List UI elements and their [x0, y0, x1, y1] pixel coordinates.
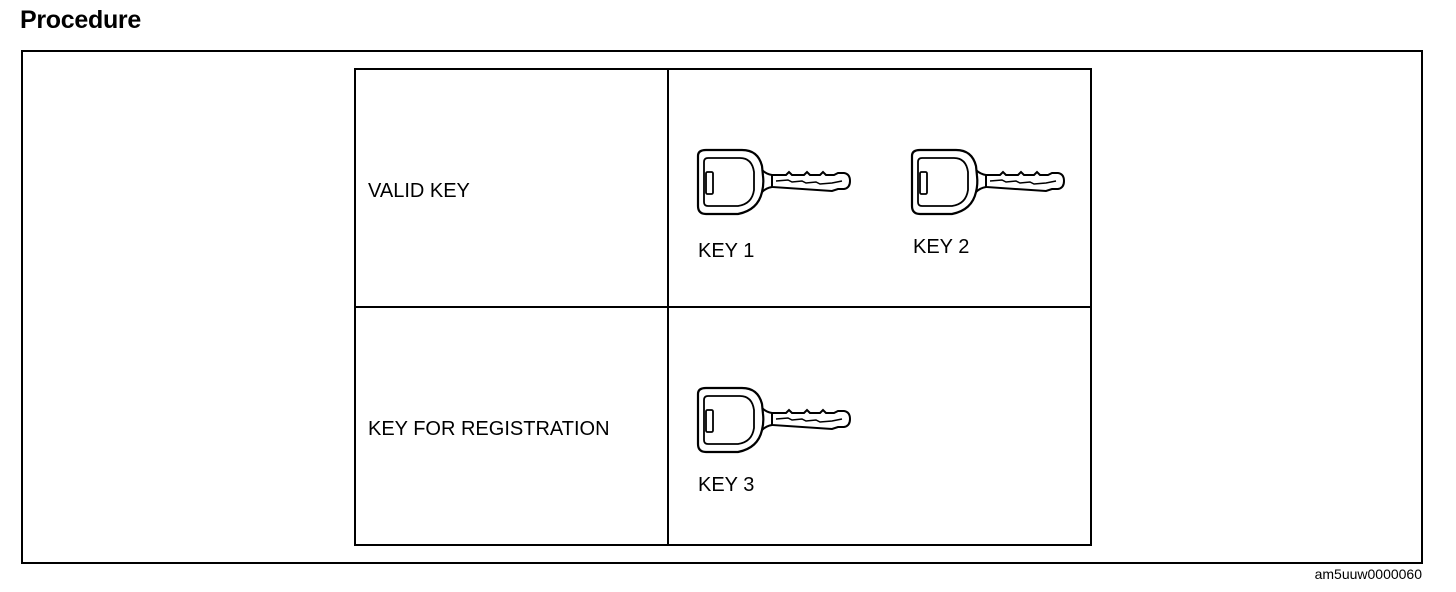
key-2-label: KEY 2	[913, 236, 970, 258]
key-table: VALID KEY KEY FOR REGISTRATION KEY 1 KEY…	[354, 68, 1092, 546]
page-heading: Procedure	[20, 6, 141, 34]
key-icon	[692, 148, 854, 218]
key-3-label: KEY 3	[698, 474, 755, 496]
key-icon	[906, 148, 1068, 218]
figure-id: am5uuw0000060	[1314, 566, 1422, 582]
key-1-label: KEY 1	[698, 240, 755, 262]
table-row-divider	[356, 306, 1090, 308]
row-label-valid-key: VALID KEY	[368, 180, 470, 202]
key-icon	[692, 386, 854, 456]
procedure-frame	[21, 50, 1423, 564]
row-label-key-for-registration: KEY FOR REGISTRATION	[368, 418, 610, 440]
